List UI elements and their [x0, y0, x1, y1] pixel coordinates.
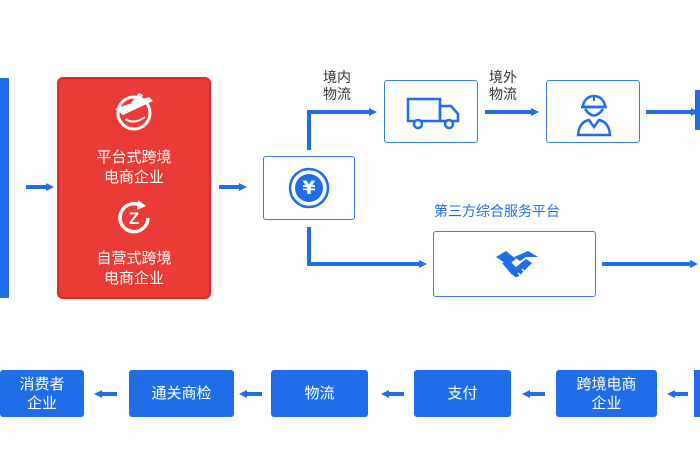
platform-enterprise-label: 平台式跨境 电商企业: [96, 148, 172, 186]
overseas-logistics-label: 境外 物流: [489, 70, 517, 103]
customs-inspection-step: 通关商检: [129, 370, 234, 417]
payment-box: ¥: [263, 156, 355, 220]
bottom-right-edge-bar: [694, 370, 700, 417]
delivery-truck-icon: [405, 95, 461, 131]
plane-globe-icon: [109, 89, 159, 133]
third-party-service-box: [433, 231, 596, 297]
yen-symbol: ¥: [302, 177, 316, 199]
self-operated-enterprise-label: 自营式跨境 电商企业: [96, 249, 172, 287]
third-party-platform-label: 第三方综合服务平台: [434, 204, 560, 220]
arrow-payment-to-service: [307, 227, 427, 268]
arrow-payment-to-domestic: [307, 108, 377, 150]
cross-border-enterprise-step: 跨境电商 企业: [556, 370, 657, 417]
svg-text:Z: Z: [129, 209, 139, 228]
left-edge-bar: [0, 78, 9, 298]
handshake-icon: [494, 247, 540, 283]
consumer-enterprise-step: 消费者 企业: [0, 370, 84, 417]
domestic-logistics-box: [384, 80, 478, 143]
enterprise-type-box: 平台式跨境 电商企业 Z 自营式跨境 电商企业: [57, 77, 211, 299]
domestic-logistics-label: 境内 物流: [323, 70, 351, 103]
yen-coin-icon: ¥: [287, 166, 331, 210]
z-refresh-icon: Z: [114, 198, 154, 238]
logistics-step: 物流: [271, 370, 368, 417]
payment-step: 支付: [414, 370, 511, 417]
worker-icon: [575, 89, 613, 137]
overseas-logistics-box: [546, 80, 640, 143]
